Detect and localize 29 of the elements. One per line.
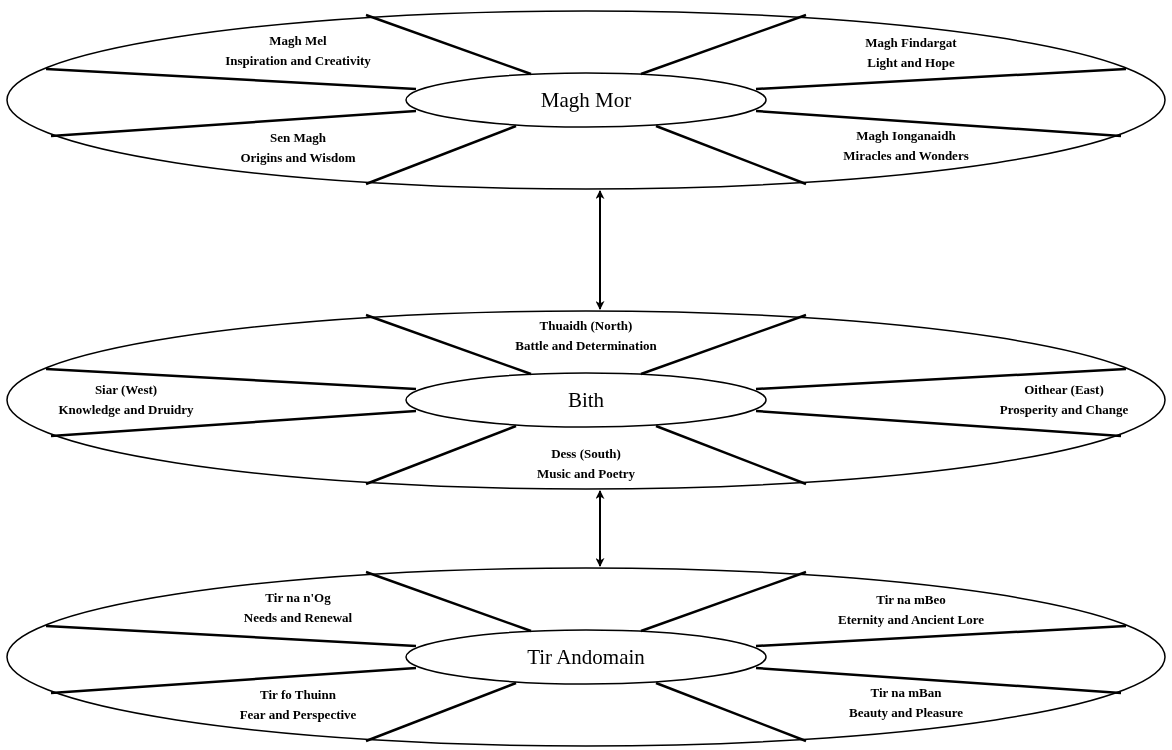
region-name: Oithear (East) [1024,381,1104,399]
double-arrow [595,490,605,567]
region-name: Magh Findargat [865,34,957,52]
region-description: Needs and Renewal [243,609,353,627]
region-name: Magh Mel [269,32,327,50]
region-name: Tir na n'Og [265,589,331,607]
center-title: Bith [567,387,605,413]
double-arrow [595,190,605,310]
region-description: Knowledge and Druidry [58,401,194,419]
region-name: Dess (South) [551,445,621,463]
region-name: Tir fo Thuinn [260,686,336,704]
region-description: Battle and Determination [515,337,657,355]
region-description: Beauty and Pleasure [849,704,963,722]
region-name: Tir na mBan [870,684,942,702]
region-description: Music and Poetry [536,465,636,483]
region-name: Siar (West) [94,381,158,399]
center-title: Tir Andomain [527,644,645,670]
center-title: Magh Mor [540,87,632,113]
region-description: Miracles and Wonders [843,147,969,165]
region-description: Eternity and Ancient Lore [838,611,984,629]
region-description: Origins and Wisdom [240,149,356,167]
region-description: Fear and Perspective [239,706,357,724]
region-name: Tir na mBeo [876,591,946,609]
region-name: Thuaidh (North) [539,317,633,335]
region-description: Light and Hope [867,54,955,72]
region-name: Sen Magh [270,129,326,147]
region-description: Prosperity and Change [999,401,1129,419]
region-description: Inspiration and Creativity [225,52,371,70]
region-name: Magh Ionganaidh [856,127,956,145]
